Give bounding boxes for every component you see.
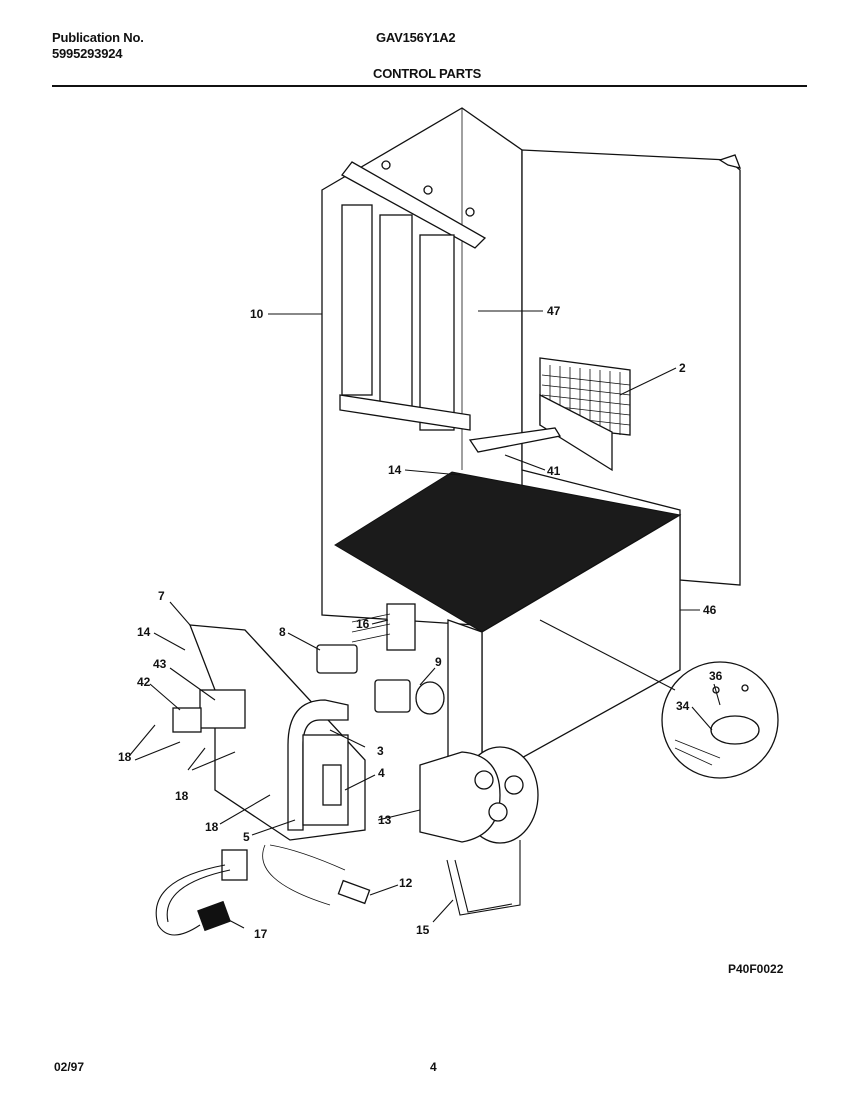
detail-inset [539,619,779,779]
callout-17: 17 [254,927,268,941]
callout-47: 47 [547,304,561,318]
callout-41: 41 [547,464,561,478]
callout-9: 9 [435,655,442,669]
callout-34: 34 [676,699,690,713]
leader-lines [129,310,721,929]
capacitor-housing [287,699,349,831]
callout-10: 10 [250,307,264,321]
callout-2: 2 [679,361,686,375]
callout-4: 4 [378,766,385,780]
callout-15: 15 [416,923,430,937]
callout-16: 16 [356,617,370,631]
callout-18-middle: 18 [175,789,189,803]
figure-code: P40F0022 [728,962,784,976]
callout-42: 42 [137,675,151,689]
power-cord [155,849,248,936]
callout-36: 36 [709,669,723,683]
publication-number: 5995293924 [52,46,123,61]
callout-18-left: 18 [118,750,132,764]
mounting-strap [446,840,521,916]
grille-screen [539,357,631,472]
compressor-motor [419,746,539,844]
callout-43: 43 [153,657,167,671]
model-number: GAV156Y1A2 [376,30,456,45]
bracket-41 [468,427,562,453]
header-rule [52,85,807,87]
terminal-block [351,603,416,651]
callout-14-upper: 14 [388,463,402,477]
callout-13: 13 [378,813,392,827]
evaporator-mesh [334,471,682,782]
callout-14-lower: 14 [137,625,151,639]
callout-46: 46 [703,603,717,617]
footer-date: 02/97 [54,1060,85,1074]
publication-label: Publication No. [52,30,144,45]
callout-12: 12 [399,876,413,890]
section-title: CONTROL PARTS [373,66,482,81]
callout-7: 7 [158,589,165,603]
wire-harness [262,844,371,906]
callout-3: 3 [377,744,384,758]
callout-5: 5 [243,830,250,844]
callout-8: 8 [279,625,286,639]
page-number: 4 [430,1060,437,1074]
callout-18-lower: 18 [205,820,219,834]
control-housing [339,160,487,431]
